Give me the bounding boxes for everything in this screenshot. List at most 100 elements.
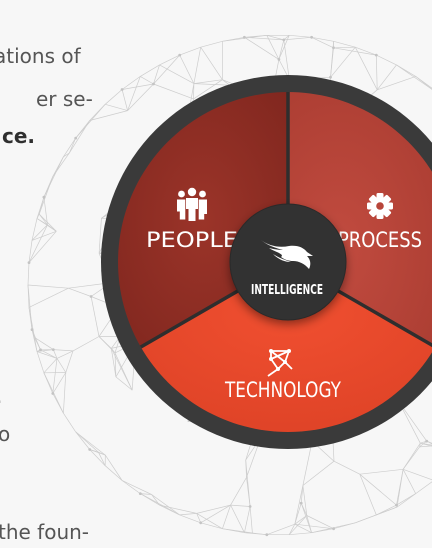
mesh-line — [333, 460, 360, 475]
mesh-line — [122, 83, 154, 90]
mesh-line — [311, 36, 334, 49]
mesh-node — [243, 35, 246, 39]
mesh-line — [140, 493, 180, 516]
mesh-line — [179, 46, 201, 56]
mesh-line — [36, 218, 48, 226]
mesh-line — [63, 137, 76, 157]
mesh-line — [200, 40, 223, 48]
mesh-line — [75, 431, 90, 450]
mesh-line — [249, 506, 253, 534]
mesh-line — [266, 35, 280, 60]
mesh-line — [289, 532, 312, 536]
mesh-line — [306, 515, 334, 530]
mesh-node — [51, 392, 55, 395]
mesh-line — [40, 349, 58, 359]
mesh-line — [200, 47, 223, 80]
mesh-line — [402, 443, 421, 470]
mesh-line — [377, 76, 416, 91]
mesh-line — [28, 224, 48, 263]
mesh-line — [355, 46, 377, 56]
mesh-node — [374, 53, 378, 57]
mesh-line — [31, 230, 57, 241]
mesh-line — [333, 47, 377, 56]
mesh-line — [98, 218, 102, 254]
mesh-line — [65, 350, 74, 373]
mesh-line — [104, 465, 123, 481]
network-icon — [267, 349, 293, 377]
mesh-node — [74, 136, 78, 140]
mesh-line — [34, 337, 54, 350]
mesh-line — [110, 348, 117, 377]
mesh-line — [420, 442, 432, 447]
mesh-line — [110, 348, 133, 391]
paragraph-fragment-4: . — [0, 384, 2, 408]
mesh-line — [376, 64, 397, 91]
mesh-line — [396, 469, 404, 506]
mesh-line — [396, 64, 432, 90]
mesh-line — [359, 468, 404, 475]
mesh-line — [333, 40, 356, 48]
mesh-line — [193, 47, 202, 84]
mesh-node — [277, 58, 281, 61]
mesh-line — [193, 79, 223, 100]
mesh-line — [311, 36, 334, 42]
mesh-node — [89, 295, 93, 298]
mesh-line — [196, 513, 223, 530]
mesh-line — [415, 481, 432, 494]
falcon-logo-icon — [261, 240, 313, 269]
mesh-line — [159, 504, 197, 514]
mesh-line — [105, 454, 123, 481]
mesh-line — [104, 89, 123, 105]
mesh-line — [43, 156, 64, 198]
mesh-line — [159, 64, 195, 84]
mesh-line — [288, 515, 308, 535]
mesh-line — [230, 504, 251, 507]
paragraph-fragment-2: er se- — [36, 87, 93, 111]
mesh-line — [396, 493, 416, 506]
mesh-line — [153, 64, 160, 85]
mesh-line — [300, 502, 312, 533]
mesh-line — [266, 34, 284, 41]
mesh-line — [402, 469, 417, 494]
mesh-line — [244, 37, 280, 60]
mesh-line — [153, 54, 180, 85]
mesh-line — [278, 39, 285, 60]
mesh-line — [43, 372, 54, 394]
mesh-line — [28, 307, 35, 338]
mesh-line — [222, 504, 231, 529]
mesh-node — [199, 521, 203, 525]
mesh-node — [248, 505, 252, 508]
mesh-line — [89, 110, 128, 121]
mesh-line — [153, 83, 194, 100]
mesh-line — [127, 76, 141, 111]
mesh-line — [68, 137, 77, 154]
mesh-line — [283, 36, 312, 41]
mesh-node — [30, 328, 34, 331]
mesh-line — [294, 523, 334, 530]
mesh-node — [332, 527, 335, 531]
mesh-line — [140, 76, 154, 85]
mesh-node — [332, 46, 335, 50]
mesh-line — [288, 524, 296, 535]
mesh-line — [396, 64, 416, 77]
mesh-line — [52, 349, 58, 359]
mesh-line — [200, 504, 231, 524]
mesh-line — [376, 54, 397, 66]
mesh-line — [89, 104, 106, 121]
mesh-line — [359, 473, 397, 506]
mesh-node — [152, 82, 155, 86]
segment-label-process: PROCESS — [338, 228, 422, 252]
mesh-line — [179, 54, 195, 84]
mesh-line — [311, 528, 334, 534]
segment-label-technology: TECHNOLOGY — [224, 378, 341, 402]
mesh-line — [245, 460, 251, 507]
mesh-line — [196, 513, 202, 523]
mesh-line — [75, 431, 106, 456]
mesh-line — [38, 213, 48, 226]
paragraph-fragment-5: o — [0, 422, 11, 446]
mesh-line — [333, 46, 356, 49]
intelligence-hub: INTELLIGENCE — [229, 203, 347, 321]
gear-icon — [367, 193, 393, 219]
mesh-line — [114, 352, 117, 377]
